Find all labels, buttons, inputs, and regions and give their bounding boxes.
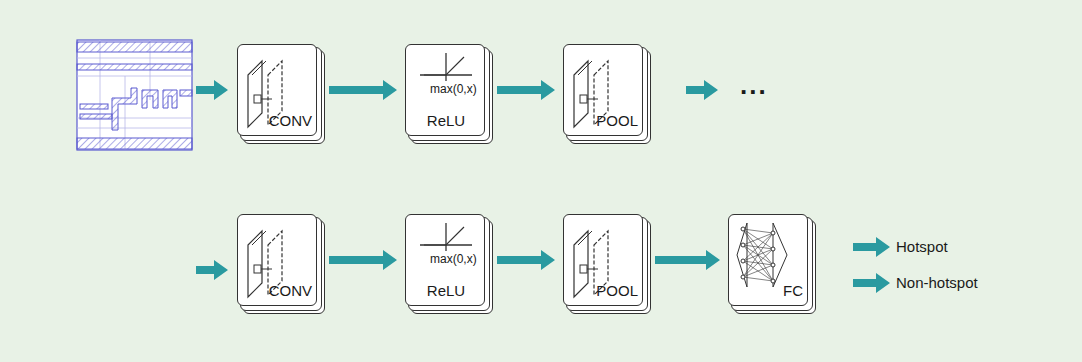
ellipsis-label: ... bbox=[740, 70, 768, 101]
layer-label: CONV bbox=[269, 282, 312, 299]
output-label: Hotspot bbox=[896, 238, 948, 255]
fc-layer-box: FC bbox=[728, 214, 808, 306]
flow-arrow bbox=[655, 250, 720, 270]
relu-layer-box: max(0,x) ReLU bbox=[405, 214, 485, 306]
flow-arrow bbox=[497, 80, 555, 100]
relu-layer-box: max(0,x) ReLU bbox=[405, 44, 485, 136]
layer-label: max(0,x) bbox=[430, 252, 477, 266]
flow-arrow bbox=[329, 250, 397, 270]
flow-arrow bbox=[497, 250, 555, 270]
layout-image bbox=[77, 40, 192, 150]
layer-label: ReLU bbox=[427, 282, 465, 299]
flow-arrow bbox=[329, 80, 397, 100]
layer-label: POOL bbox=[596, 112, 638, 129]
layer-label: max(0,x) bbox=[430, 82, 477, 96]
layer-label: FC bbox=[783, 282, 803, 299]
layer-label: POOL bbox=[596, 282, 638, 299]
conv-layer-box: POOL bbox=[563, 214, 643, 306]
conv-layer-box: CONV bbox=[237, 214, 317, 306]
layer-label: ReLU bbox=[427, 112, 465, 129]
output-label: Non-hotspot bbox=[896, 274, 978, 291]
layer-label: CONV bbox=[269, 112, 312, 129]
conv-layer-box: CONV bbox=[237, 44, 317, 136]
conv-layer-box: POOL bbox=[563, 44, 643, 136]
